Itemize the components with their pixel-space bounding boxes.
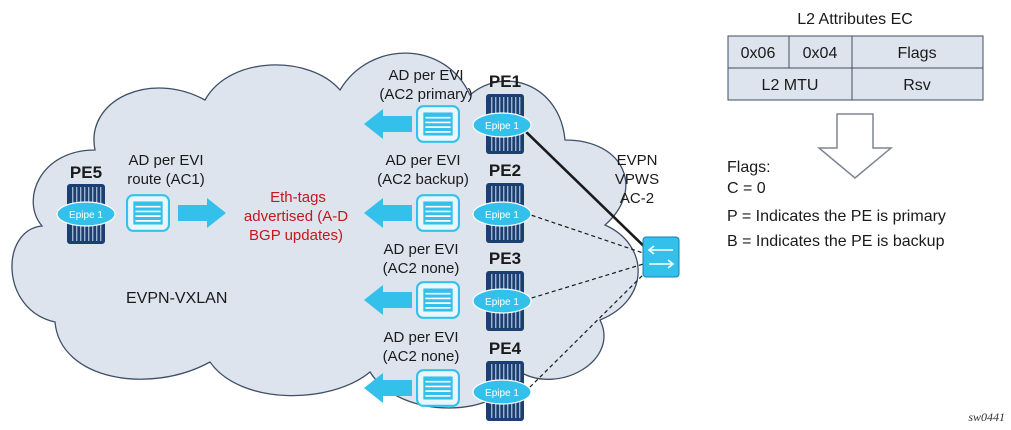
router-name-pe4: PE4 xyxy=(489,339,522,358)
epipe-label-pe1: Epipe 1 xyxy=(485,121,519,132)
ec-cell-reserved: Rsv xyxy=(903,77,931,94)
flag-item-p: P = Indicates the PE is primary xyxy=(727,208,946,225)
route-arrow-pe4 xyxy=(364,373,412,403)
flags-heading: Flags: xyxy=(727,159,771,176)
route-icon-pe2 xyxy=(416,194,460,232)
epipe-badge-pe4 xyxy=(472,379,532,405)
ec-cell-l2-mtu: L2 MTU xyxy=(762,77,819,94)
route-icon-pe1 xyxy=(416,105,460,143)
ec-cell-subtype: 0x04 xyxy=(803,45,838,62)
access-label-3: AC-2 xyxy=(620,190,654,207)
router-name-pe1: PE1 xyxy=(489,72,521,91)
epipe-badge-pe3 xyxy=(472,288,532,314)
route-label-pe5-line1: AD per EVI xyxy=(128,152,203,169)
route-label-pe5-line2: route (AC1) xyxy=(127,171,205,188)
ec-cell-type: 0x06 xyxy=(741,45,776,62)
epipe-label-pe2: Epipe 1 xyxy=(485,210,519,221)
route-label-pe3-line1: AD per EVI xyxy=(383,241,458,258)
advertise-arrow-right xyxy=(178,198,226,228)
access-label-2: VPWS xyxy=(615,171,659,188)
epipe-label-pe4: Epipe 1 xyxy=(485,388,519,399)
router-name-pe5: PE5 xyxy=(70,163,102,182)
epipe-badge-pe5 xyxy=(56,201,116,227)
route-arrow-pe3 xyxy=(364,285,412,315)
ec-table xyxy=(727,35,984,101)
epipe-label-pe3: Epipe 1 xyxy=(485,297,519,308)
standby-link-pe4 xyxy=(524,265,653,393)
evpn-vxlan-cloud xyxy=(11,52,639,409)
active-link xyxy=(519,125,656,258)
standby-link-pe3 xyxy=(524,261,651,301)
route-icon-pe3 xyxy=(416,281,460,319)
route-label-pe2-line1: AD per EVI xyxy=(385,152,460,169)
epipe-badge-pe2 xyxy=(472,201,532,227)
down-arrow-icon xyxy=(816,113,894,179)
ec-table-title: L2 Attributes EC xyxy=(797,11,913,28)
route-label-pe1-line2: (AC2 primary) xyxy=(379,86,472,103)
epipe-badge-pe1 xyxy=(472,112,532,138)
epipe-label-pe5: Epipe 1 xyxy=(69,210,103,221)
ec-cell-flags: Flags xyxy=(897,45,936,62)
route-label-pe4-line1: AD per EVI xyxy=(383,329,458,346)
route-label-pe1-line1: AD per EVI xyxy=(388,67,463,84)
route-label-pe4-line2: (AC2 none) xyxy=(383,348,460,365)
eth-tags-note-line2: advertised (A-D xyxy=(244,208,348,225)
eth-tags-note-line3: BGP updates) xyxy=(249,227,343,244)
route-label-pe2-line2: (AC2 backup) xyxy=(377,171,469,188)
flag-item-b: B = Indicates the PE is backup xyxy=(727,233,945,250)
eth-tags-note-line1: Eth-tags xyxy=(270,189,326,206)
route-icon-pe4 xyxy=(416,369,460,407)
flag-item-c: C = 0 xyxy=(727,180,766,197)
route-label-pe3-line2: (AC2 none) xyxy=(383,260,460,277)
route-arrow-pe2 xyxy=(364,198,412,228)
router-name-pe3: PE3 xyxy=(489,249,521,268)
standby-link-pe2 xyxy=(524,212,656,258)
figure-tag: sw0441 xyxy=(968,410,1005,424)
access-switch-icon xyxy=(642,236,680,278)
cloud-label: EVPN-VXLAN xyxy=(126,290,227,307)
route-icon-pe5 xyxy=(126,194,170,232)
router-name-pe2: PE2 xyxy=(489,161,521,180)
route-arrow-pe1 xyxy=(364,109,412,139)
access-label-1: EVPN xyxy=(617,152,658,169)
